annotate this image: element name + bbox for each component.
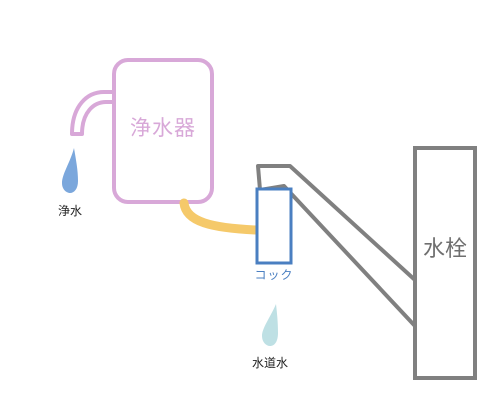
faucet-spout [256, 164, 417, 328]
connection-hose [179, 198, 261, 235]
cock-label: コック [254, 268, 293, 282]
purifier-spout [70, 90, 116, 136]
cock-valve [255, 187, 293, 265]
faucet-body [413, 146, 477, 380]
faucet-label: 水栓 [423, 237, 467, 262]
tap-water-drop-icon [262, 304, 278, 346]
purified-water-label: 浄水 [58, 204, 82, 218]
purified-water-drop-icon [62, 148, 78, 193]
water-purifier-body [112, 58, 214, 204]
water-purifier-label: 浄水器 [130, 116, 196, 140]
tap-water-label: 水道水 [252, 356, 288, 370]
